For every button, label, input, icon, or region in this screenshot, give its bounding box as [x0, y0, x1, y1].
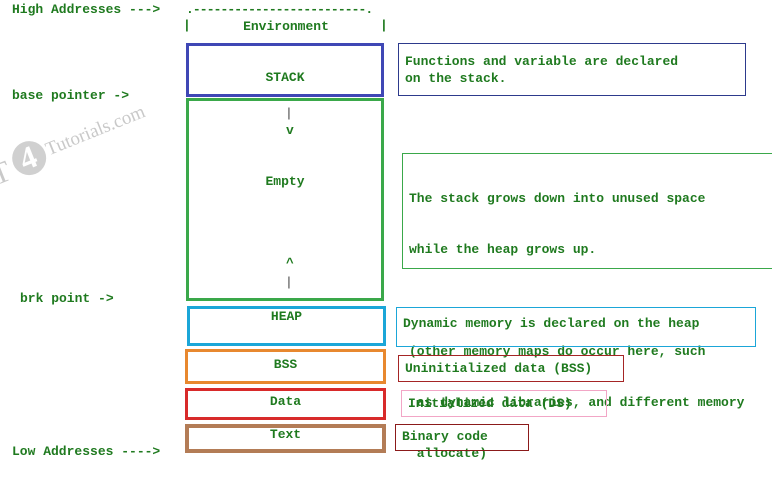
text-note-line: Binary code	[402, 429, 488, 444]
arrow-up-icon: ^	[286, 256, 294, 271]
environment-bar-left: |	[183, 18, 191, 33]
text-note: Binary code	[395, 424, 529, 451]
arrow-down-icon: v	[286, 123, 294, 138]
bss-note-line: Uninitialized data (BSS)	[405, 361, 593, 376]
environment-bar-right: |	[380, 18, 388, 33]
empty-note-line: The stack grows down into unused space	[409, 191, 706, 206]
empty-note-line: allocate)	[409, 446, 488, 461]
empty-note: The stack grows down into unused space w…	[402, 153, 772, 461]
data-note: Initialized data (DS)	[401, 390, 607, 417]
stack-note-line: Functions and variable are declared	[405, 54, 679, 69]
heap-label: HEAP	[270, 309, 303, 324]
watermark-text: Tutorials.com	[42, 101, 149, 161]
stack-note-line: on the stack.	[405, 71, 507, 86]
empty-note-line: while the heap grows up.	[409, 242, 597, 257]
low-addresses-label: Low Addresses ---->	[12, 444, 161, 459]
data-note-line: Initialized data (DS)	[408, 396, 572, 411]
stack-segment: STACK	[186, 43, 384, 97]
text-label: Text	[269, 427, 302, 442]
bss-label: BSS	[273, 357, 298, 372]
empty-note-line: as dynamic libraries, and different memo…	[409, 395, 745, 410]
base-pointer-label: base pointer ->	[12, 88, 130, 103]
brk-point-label: brk point ->	[20, 291, 114, 306]
heap-note: Dynamic memory is declared on the heap	[396, 307, 756, 347]
empty-label: Empty	[265, 174, 305, 189]
environment-label: Environment	[243, 19, 329, 34]
stack-note: Functions and variable are declared on t…	[398, 43, 746, 96]
stack-label: STACK	[265, 69, 305, 85]
empty-segment: | v Empty ^ |	[186, 98, 384, 301]
bss-note: Uninitialized data (BSS)	[398, 355, 624, 382]
heap-note-line: Dynamic memory is declared on the heap	[403, 316, 700, 331]
bss-segment: BSS	[185, 349, 386, 384]
data-segment: Data	[185, 388, 386, 420]
high-addresses-label: High Addresses --->	[12, 2, 161, 17]
data-label: Data	[269, 393, 302, 409]
empty-pipe-bottom: |	[285, 275, 293, 290]
heap-segment: HEAP	[187, 306, 386, 346]
environment-dots: .-------------------------.	[186, 2, 373, 17]
text-segment: Text	[185, 424, 386, 453]
empty-pipe-top: |	[285, 106, 293, 121]
